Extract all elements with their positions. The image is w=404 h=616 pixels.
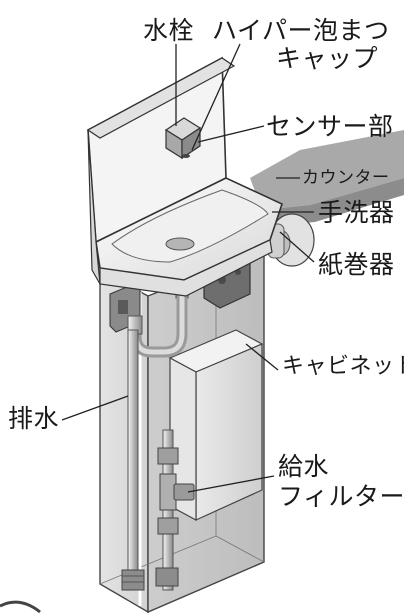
label-paper-holder: 紙巻器	[318, 250, 395, 279]
water-supply-pipe	[155, 429, 195, 591]
counter-shelf	[250, 130, 404, 226]
leader-lines	[61, 43, 315, 493]
label-water-supply: 給水	[278, 452, 330, 481]
label-counter: カウンター	[302, 168, 390, 188]
faucet	[164, 117, 202, 160]
label-drain: 排水	[8, 404, 60, 433]
label-filter: フィルター	[278, 482, 404, 511]
floor-edge	[0, 600, 41, 614]
label-faucet: 水栓	[143, 16, 195, 45]
label-sensor: センサー部	[266, 112, 394, 141]
label-aerator: ハイパー泡まつ	[212, 16, 390, 45]
control-box	[168, 329, 264, 522]
basin	[86, 56, 283, 297]
label-basin: 手洗器	[318, 198, 395, 227]
label-cabinet: キャビネット	[282, 354, 404, 379]
label-aerator-cap: キャップ	[276, 44, 379, 73]
